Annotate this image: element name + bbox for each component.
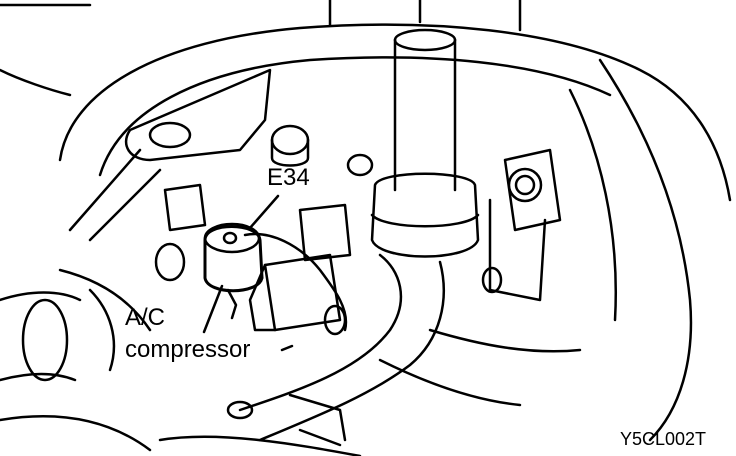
right-housing	[598, 58, 693, 442]
block-center	[298, 203, 352, 262]
bracket-hole	[148, 121, 192, 149]
boss-upper	[270, 124, 310, 156]
lower-bracket	[288, 393, 347, 447]
upper-housing-outline	[58, 23, 732, 202]
e34-wire	[243, 232, 348, 332]
compressor-leader	[202, 284, 224, 334]
connector-stem	[226, 288, 238, 320]
compressor-arrow-tail	[280, 344, 294, 352]
lower-housing	[158, 435, 362, 456]
right-bracket	[503, 148, 562, 232]
top-left-panel	[0, 3, 92, 97]
e34-connector-body	[203, 225, 264, 293]
lower-right-detail	[378, 328, 582, 407]
left-lower-curve	[0, 415, 152, 452]
refrigerant-line	[238, 253, 445, 442]
upper-housing-inner	[98, 56, 612, 177]
e34-leader	[248, 194, 280, 230]
right-small-bolt	[481, 266, 503, 294]
vertical-pipe	[393, 38, 457, 192]
block-lower	[263, 253, 342, 332]
boss-middle	[346, 153, 374, 177]
left-pipe	[0, 291, 82, 382]
block-left	[163, 183, 207, 232]
figure-code: Y5CL002T	[620, 429, 707, 449]
component-label-compressor: compressor	[125, 336, 251, 363]
e34-terminal	[222, 231, 238, 245]
left-bracket-curve	[58, 268, 152, 372]
boss-left	[154, 242, 186, 282]
bracket-arm	[68, 148, 162, 242]
lower-bolt	[226, 400, 254, 420]
right-housing-inner	[568, 88, 617, 322]
right-bracket-bolt	[507, 167, 543, 203]
e34-connector-top	[203, 222, 261, 254]
left-pipe-end	[21, 298, 69, 382]
mount-bracket	[124, 68, 272, 162]
pipe-clamp	[370, 172, 480, 258]
component-label-ac: A/C	[125, 304, 166, 331]
connector-label-e34: E34	[267, 164, 310, 191]
pipe-top	[393, 28, 457, 52]
top-edge	[328, 0, 522, 32]
